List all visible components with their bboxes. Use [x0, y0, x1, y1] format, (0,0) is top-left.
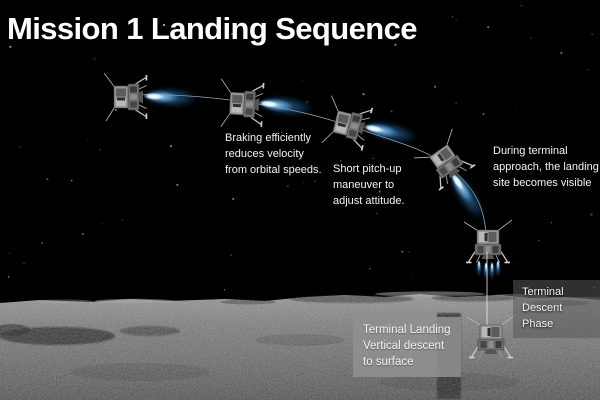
- spacecraft-1-braking: [103, 72, 148, 122]
- engine-plume: [141, 86, 200, 109]
- annotation-terminal-approach: During terminal approach, the landing si…: [493, 145, 599, 189]
- page-title: Mission 1 Landing Sequence: [7, 11, 417, 46]
- annotation-braking: Braking efficiently reduces velocity fro…: [225, 132, 322, 176]
- annotation-pitch-up: Short pitch-up maneuver to adjust attitu…: [333, 163, 405, 207]
- label-terminal-descent-phase: Terminal Descent Phase: [513, 280, 600, 338]
- engine-plume: [256, 93, 316, 120]
- star-field: [8, 4, 595, 291]
- thruster-flame: [495, 260, 501, 277]
- thruster-flame: [489, 262, 495, 281]
- spacecraft-5-terminal-descent: [463, 219, 513, 264]
- thruster-flame: [483, 262, 489, 281]
- engine-plume: [360, 116, 421, 148]
- moon-surface: [0, 291, 600, 400]
- spacecraft-2-braking: [218, 78, 266, 130]
- label-terminal-landing: Terminal Landing Vertical descent to sur…: [353, 317, 461, 377]
